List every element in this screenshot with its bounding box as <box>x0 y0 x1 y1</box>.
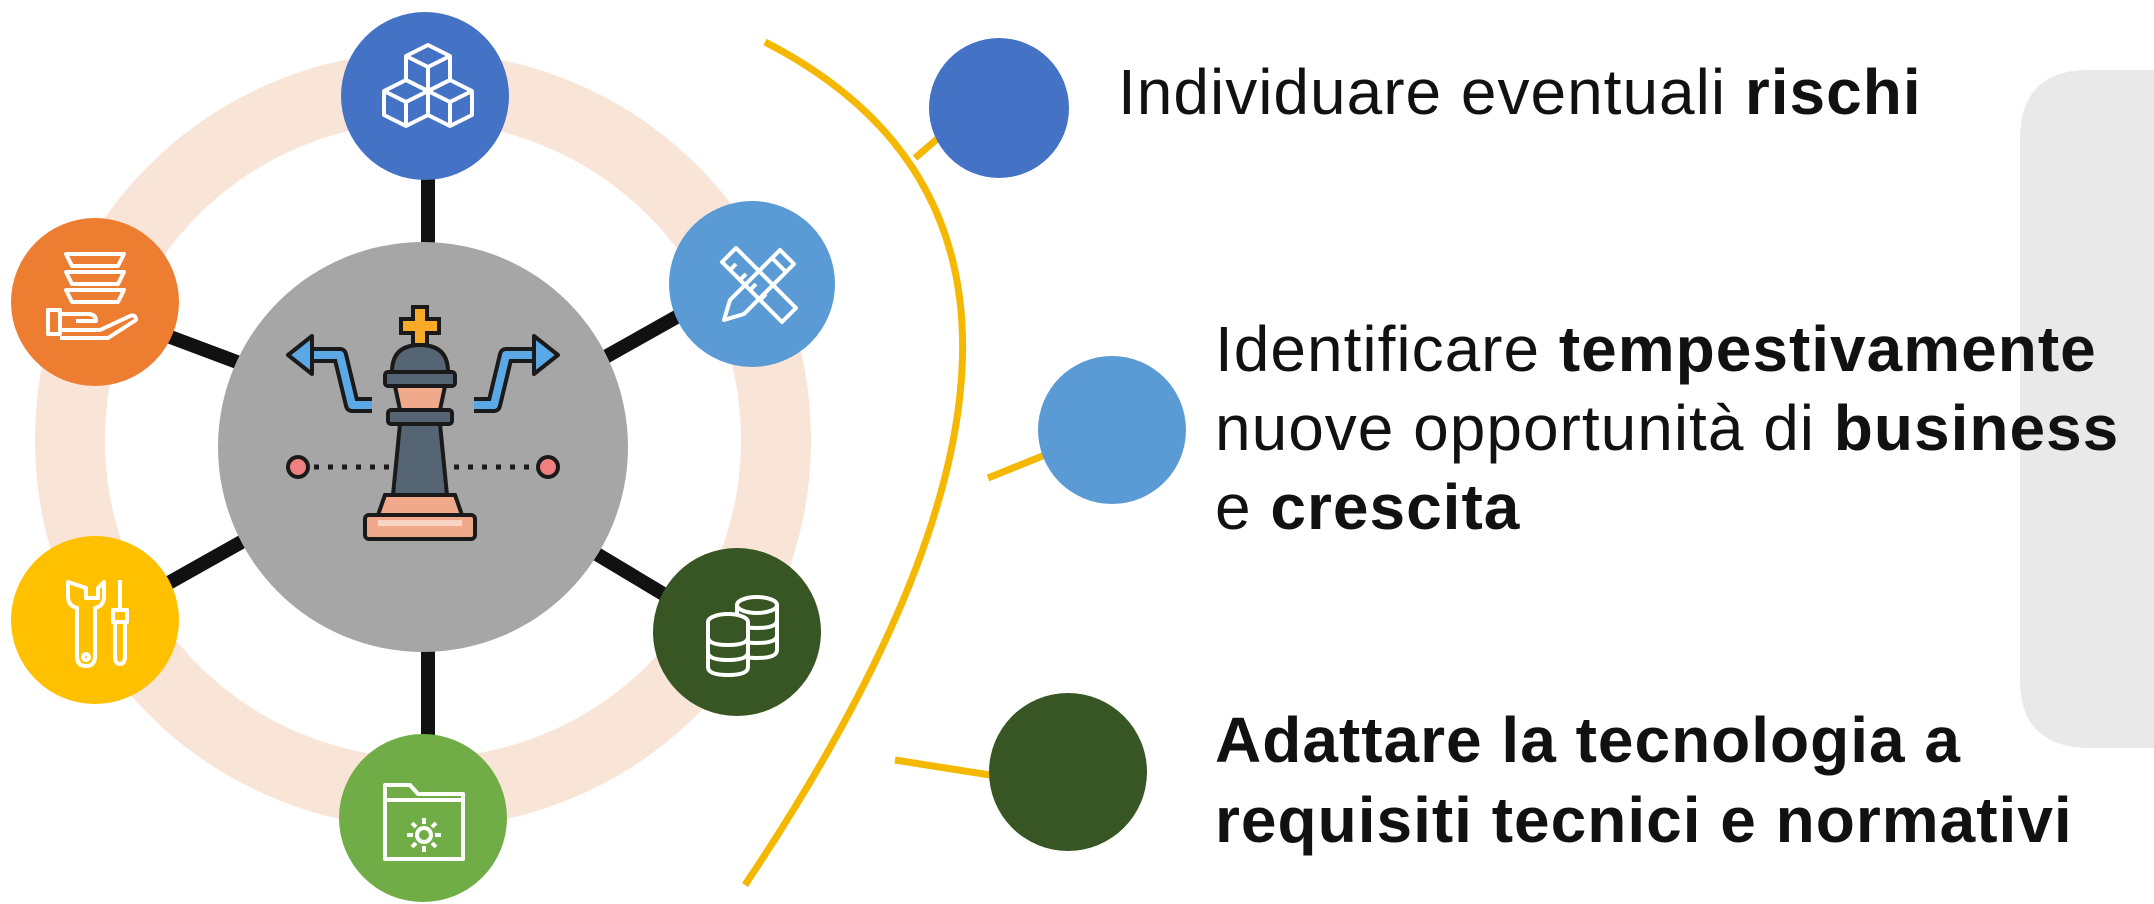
connector-top-left <box>162 328 248 372</box>
node-database <box>653 548 821 716</box>
tick-2 <box>986 451 1047 482</box>
point-3-line-2: requisiti tecnici e normativi <box>1215 784 2073 856</box>
point-2-line-1: Identificare tempestivamente <box>1215 310 2119 389</box>
watermark-shape <box>2020 70 2154 748</box>
chess-king-strategy-icon <box>286 305 560 541</box>
point-dot-2 <box>1038 356 1186 504</box>
node-design <box>669 201 835 367</box>
point-2-line-1-plain: Identificare <box>1215 313 1559 385</box>
point-1-bold: rischi <box>1744 56 1922 128</box>
folder-gear-icon <box>383 783 465 861</box>
wrench-screwdriver-icon <box>66 580 129 668</box>
point-3-line-1: Adattare la tecnologia a <box>1215 704 1961 776</box>
hand-layers-icon <box>46 252 138 340</box>
point-2-line-3: e crescita <box>1215 468 2119 547</box>
point-dot-1 <box>929 38 1069 178</box>
point-1-plain: Individuare eventuali <box>1118 56 1745 128</box>
bracket-ticks <box>894 125 1047 779</box>
connector-bottom-right <box>586 543 669 602</box>
point-2-line-2-bold: business <box>1833 392 2120 464</box>
node-cubes <box>341 12 509 180</box>
point-2-line-1-bold: tempestivamente <box>1558 313 2097 385</box>
point-dot-3 <box>989 693 1147 851</box>
bracket-arc <box>742 38 966 887</box>
node-tools <box>11 536 179 704</box>
node-hand <box>11 218 179 386</box>
point-text-3: Adattare la tecnologia a requisiti tecni… <box>1215 700 2073 860</box>
tick-3 <box>894 756 991 779</box>
cubes-icon <box>382 43 474 128</box>
point-text-1: Individuare eventuali rischi <box>1118 52 1922 132</box>
point-2-line-2: nuove opportunità di business <box>1215 389 2119 468</box>
point-2-line-2-plain: nuove opportunità di <box>1215 392 1834 464</box>
pencil-ruler-icon <box>720 246 798 324</box>
connector-top-right <box>596 308 684 367</box>
point-text-2: Identificare tempestivamente nuove oppor… <box>1215 310 2119 547</box>
connector-bottom-left <box>161 533 249 592</box>
point-2-line-3-bold: crescita <box>1270 471 1521 543</box>
point-2-line-3-plain: e <box>1215 471 1271 543</box>
database-icon <box>706 595 779 678</box>
node-folder <box>339 734 507 902</box>
